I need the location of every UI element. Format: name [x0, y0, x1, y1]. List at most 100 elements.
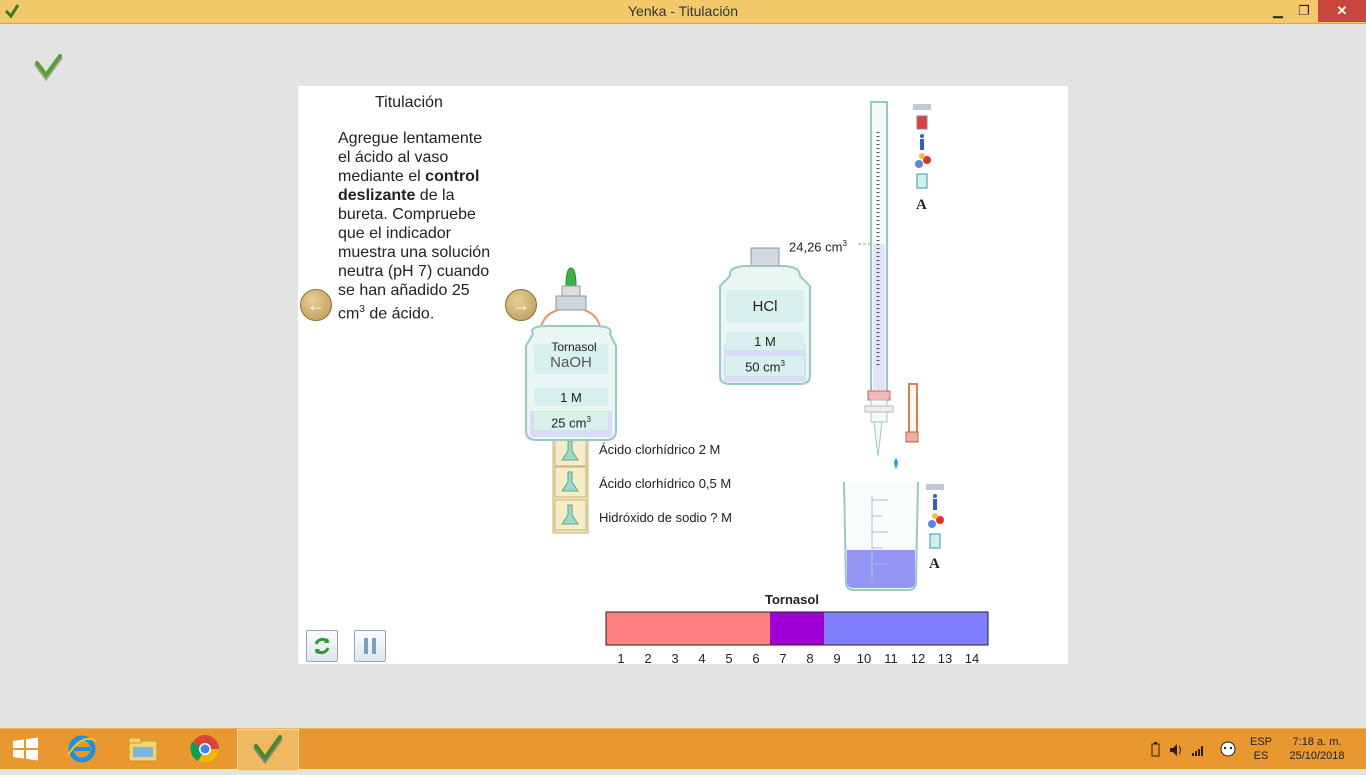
info-icon[interactable] [933, 494, 937, 510]
keyboard-code: ES [1253, 750, 1269, 762]
taskbar: ESP ES 7:18 a. m. 25/10/2018 [0, 728, 1366, 771]
next-arrow-icon: → [512, 295, 530, 315]
ph-scale-number: 2 [644, 651, 652, 666]
hcl-concentration: 1 M [754, 334, 776, 349]
beaker[interactable] [843, 481, 919, 591]
instructions-part3: de ácido. [364, 305, 435, 323]
ph-scale-number: 11 [884, 651, 898, 666]
folder-icon [128, 737, 158, 762]
burette[interactable] [858, 101, 898, 469]
hcl-volume-value: 50 cm [745, 359, 781, 375]
chrome-icon [190, 735, 219, 763]
beaker-toolbar: A [926, 484, 944, 572]
hcl-bottle[interactable] [719, 247, 811, 385]
network-icon[interactable] [1192, 746, 1203, 756]
naoh-name: NaOH [550, 354, 592, 371]
text-tool-icon[interactable]: A [929, 556, 940, 572]
flask-icon[interactable] [554, 499, 587, 531]
burette-slider[interactable] [905, 383, 919, 443]
burette-toolbar: A [913, 104, 931, 213]
ph-scale-number: 12 [910, 651, 926, 666]
taskbar-yenka[interactable] [237, 729, 299, 771]
instructions-bold: control deslizante [338, 168, 480, 204]
ph-scale-number: 10 [856, 651, 872, 666]
ph-scale-number: 7 [779, 651, 787, 666]
indicator-label: Tornasol [551, 340, 597, 354]
burette-reading-value: 24,26 cm [789, 239, 843, 255]
taskbar-ie[interactable] [52, 729, 112, 769]
windows-logo-icon [13, 737, 38, 761]
language-code: ESP [1249, 736, 1272, 748]
fill-icon[interactable] [916, 115, 928, 130]
taskbar-explorer[interactable] [113, 729, 173, 769]
instructions-part1: Agregue lentamente el ácido al vaso medi… [338, 130, 483, 185]
naoh-bottle[interactable] [525, 267, 617, 441]
ph-scale-base [824, 612, 988, 645]
start-button[interactable] [0, 729, 60, 769]
naoh-concentration: 1 M [560, 390, 582, 405]
naoh-volume-sup: 3 [586, 415, 591, 424]
reset-button[interactable] [306, 630, 338, 662]
internet-explorer-icon [67, 735, 97, 763]
apparatus-drawing: A A [525, 101, 989, 646]
ph-scale-number: 6 [752, 651, 760, 666]
pause-button[interactable] [354, 630, 386, 662]
naoh-volume: 25 cm3 [534, 415, 608, 430]
window-title: Yenka - Titulación [628, 3, 738, 19]
instructions-part2: de la bureta. Compruebe que el indicador… [338, 187, 491, 323]
ph-scale-number: 3 [671, 651, 679, 666]
yenka-app-icon [4, 4, 20, 19]
page-title: Titulación [375, 94, 443, 111]
ph-scale-border [605, 611, 989, 646]
taskbar-chrome[interactable] [175, 729, 235, 769]
beaker-icon[interactable] [929, 533, 941, 549]
clock-time: 7:18 a. m. [1292, 736, 1342, 748]
burette-reading-sup: 3 [842, 239, 847, 248]
clock-date: 25/10/2018 [1289, 750, 1345, 762]
ph-scale-number: 5 [725, 651, 733, 666]
volume-icon[interactable] [1170, 744, 1181, 756]
simulation-panel: Titulación Agregue lentamente el ácido a… [298, 86, 1068, 666]
ph-scale-number: 8 [806, 651, 814, 666]
ph-scale-number: 4 [698, 651, 706, 666]
naoh-volume-value: 25 cm [551, 415, 587, 431]
pause-icon [364, 638, 376, 654]
reset-icon [314, 637, 330, 655]
prev-page-button[interactable]: ← [300, 289, 332, 321]
ph-scale-title: Tornasol [765, 592, 819, 607]
minimize-button[interactable]: ▁ [1273, 3, 1283, 18]
notification-icon[interactable] [1218, 739, 1238, 759]
title-bar: Yenka - Titulación ▁ ❐ ✕ [0, 0, 1366, 24]
text-tool-icon[interactable]: A [916, 197, 927, 213]
flask-label-hcl-05m[interactable]: Ácido clorhídrico 0,5 M [599, 476, 732, 491]
ph-scale-number: 13 [937, 651, 953, 666]
language-indicator[interactable]: ESP ES [1246, 735, 1276, 763]
flask-icon[interactable] [554, 466, 587, 498]
ph-scale-neutral [770, 612, 824, 645]
battery-icon[interactable] [1151, 742, 1160, 757]
ph-scale-number: 14 [964, 651, 980, 666]
flask-label-naoh-unknown[interactable]: Hidróxido de sodio ? M [599, 510, 732, 525]
ph-scale-number: 1 [617, 651, 625, 666]
burette-reading: 24,26 cm3 [789, 239, 847, 254]
tray-icons [1151, 742, 1203, 757]
yenka-taskbar-icon [253, 735, 283, 765]
hcl-volume-sup: 3 [780, 359, 785, 368]
flask-label-hcl-2m[interactable]: Ácido clorhídrico 2 M [599, 442, 721, 457]
ph-scale-acid [606, 612, 770, 645]
info-icon[interactable] [920, 134, 924, 150]
hcl-volume: 50 cm3 [726, 359, 804, 374]
next-page-button[interactable]: → [505, 289, 537, 321]
yenka-logo-icon[interactable] [33, 53, 63, 83]
molecule-icon[interactable] [928, 513, 944, 528]
instructions-sup: 3 [359, 304, 365, 315]
ph-scale-number: 9 [833, 651, 841, 666]
hcl-name: HCl [752, 298, 778, 315]
prev-arrow-icon: ← [307, 295, 325, 315]
clock[interactable]: 7:18 a. m. 25/10/2018 [1284, 735, 1350, 763]
restore-button[interactable]: ❐ [1298, 3, 1310, 18]
instructions-text: Agregue lentamente el ácido al vaso medi… [338, 129, 498, 323]
beaker-icon[interactable] [916, 173, 928, 189]
molecule-icon[interactable] [915, 153, 931, 168]
close-button[interactable]: ✕ [1318, 0, 1366, 22]
